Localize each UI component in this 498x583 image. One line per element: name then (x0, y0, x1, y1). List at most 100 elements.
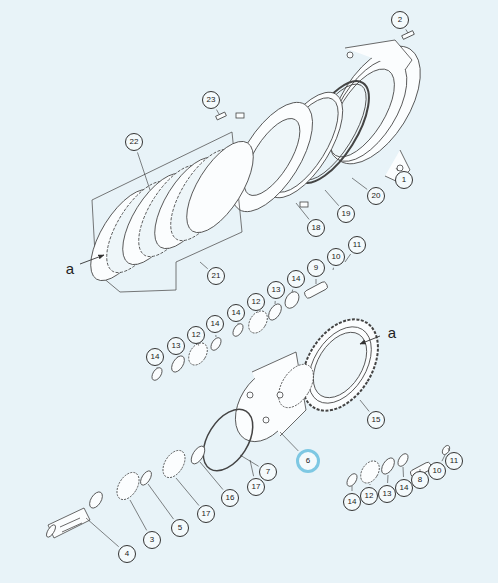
callout-number: 16 (221, 489, 239, 507)
callout-number: 6 (296, 449, 320, 473)
part-outline (137, 152, 150, 190)
part-outline (157, 367, 158, 369)
part-outline (357, 458, 383, 487)
callout-number: 22 (125, 133, 143, 151)
part-outline (80, 255, 380, 344)
part-outline (158, 447, 189, 482)
part-outline (360, 400, 369, 411)
reference-letter: a (386, 324, 398, 341)
callout-number: 14 (287, 270, 305, 288)
part-outline (325, 190, 339, 206)
part-outline (396, 168, 398, 171)
callout-number: 8 (411, 471, 429, 489)
part-outline (176, 478, 199, 506)
callout-number: 12 (360, 487, 378, 505)
callout-number: 1 (395, 171, 413, 189)
part-outline (238, 323, 239, 325)
part-outline (300, 202, 308, 207)
callout-number: 17 (197, 505, 215, 523)
part-outline (215, 335, 216, 337)
callout-number: 14 (227, 304, 245, 322)
callout-number: 23 (202, 91, 220, 109)
part-outline (296, 316, 385, 415)
callout-number: 11 (445, 452, 463, 470)
callout-number: 15 (367, 411, 385, 429)
part-outline (48, 508, 90, 538)
part-outline (200, 262, 208, 269)
part-outline (150, 289, 451, 488)
part-outline (352, 178, 367, 189)
callout-number: 14 (146, 348, 164, 366)
part-outline (347, 52, 353, 58)
reference-letter: a (64, 260, 76, 277)
part-outline (406, 29, 408, 33)
callout-number: 14 (343, 493, 361, 511)
part-outline (178, 356, 179, 358)
callout-number: 9 (307, 259, 325, 277)
part-outline (292, 290, 294, 292)
part-outline (138, 469, 153, 487)
part-outline (275, 301, 276, 304)
part-outline (302, 323, 377, 407)
part-outline (169, 354, 187, 375)
part-outline (200, 462, 223, 490)
callout-number: 18 (307, 219, 325, 237)
part-outline (216, 112, 227, 120)
part-outline (80, 255, 104, 264)
part-outline (231, 322, 245, 338)
part-outline (78, 131, 266, 291)
part-outline (379, 456, 397, 477)
callout-number: 19 (337, 205, 355, 223)
callout-number: 12 (187, 326, 205, 344)
callout-number: 17 (247, 478, 265, 496)
part-outline (402, 31, 415, 40)
callout-number: 14 (206, 315, 224, 333)
part-outline (45, 31, 451, 539)
part-outline (387, 475, 388, 483)
part-outline (130, 500, 147, 530)
part-outline (193, 401, 263, 480)
callout-number: 12 (247, 293, 265, 311)
part-outline (236, 113, 244, 118)
part-outline (45, 523, 58, 538)
part-outline (271, 358, 320, 414)
part-outline (148, 484, 174, 519)
callout-number: 11 (348, 236, 366, 254)
callout-number: 7 (259, 463, 277, 481)
part-outline (403, 467, 404, 477)
callout-number: 21 (207, 267, 225, 285)
callout-number: 10 (327, 248, 345, 266)
callout-number: 13 (378, 485, 396, 503)
part-outline (216, 110, 219, 114)
part-outline (352, 486, 353, 491)
part-outline (112, 469, 143, 504)
part-outline (150, 366, 164, 382)
part-outline (60, 518, 82, 532)
part-outline (345, 40, 412, 182)
part-outline (185, 340, 211, 369)
part-outline (86, 518, 119, 547)
part-outline (345, 254, 351, 262)
part-outline (282, 289, 302, 311)
part-outline (87, 490, 105, 511)
part-outline (174, 131, 266, 243)
part-outline (280, 432, 298, 451)
part-outline (360, 336, 380, 344)
part-outline (296, 203, 309, 219)
part-outline (316, 279, 317, 284)
part-outline (396, 452, 410, 468)
part-outline (333, 268, 335, 270)
callout-number: 5 (171, 519, 189, 537)
callout-number: 3 (143, 531, 161, 549)
part-outline (188, 444, 207, 466)
callout-number: 13 (167, 337, 185, 355)
part-outline (86, 29, 449, 546)
part-outline (263, 417, 269, 423)
callout-number: 13 (267, 281, 285, 299)
part-outline (209, 336, 223, 352)
callout-number: 2 (391, 11, 409, 29)
callout-number: 10 (428, 462, 446, 480)
callout-number: 4 (118, 545, 136, 563)
